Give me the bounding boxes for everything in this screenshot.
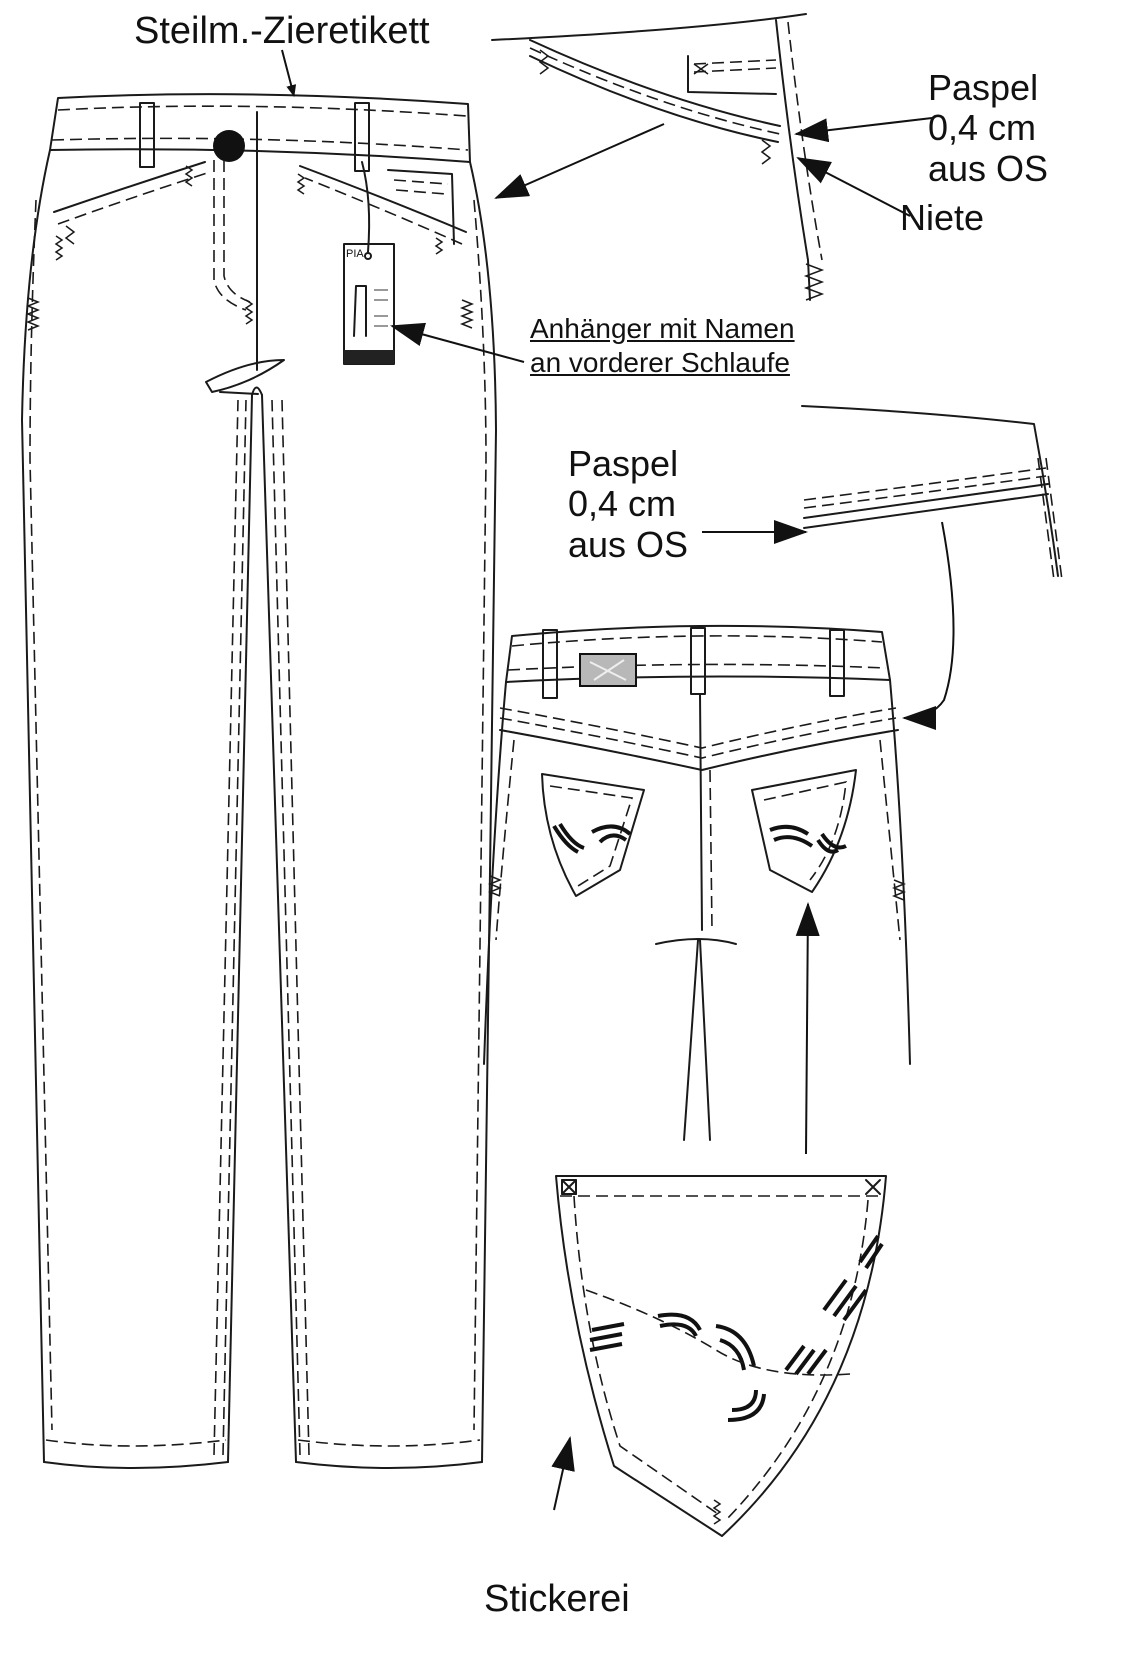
label-anhaenger: Anhänger mit Namen an vorderer Schlaufe	[530, 312, 795, 379]
label-niete: Niete	[900, 197, 985, 238]
label-anhaenger-line2: an vorderer Schlaufe	[530, 346, 790, 378]
label-steilm-zieretikett: Steilm.-Zieretikett	[134, 10, 430, 52]
label-paspel-mid: Paspel 0,4 cm aus OS	[568, 443, 689, 565]
label-paspel-top-line3: aus OS	[928, 147, 1049, 189]
label-paspel-mid-line1: Paspel	[568, 443, 679, 484]
annotation-arrows	[281, 49, 955, 1511]
label-paspel-mid-line2: 0,4 cm	[568, 483, 677, 525]
label-stickerei: Stickerei	[484, 1578, 630, 1620]
hangtag-brand: PIA	[346, 248, 364, 260]
front-view-pants	[21, 93, 497, 1469]
detail-front-pocket	[491, 13, 825, 301]
label-paspel-mid-line3: aus OS	[568, 523, 689, 565]
button-icon	[213, 130, 245, 162]
label-paspel-top-line1: Paspel	[928, 67, 1039, 108]
detail-back-pocket	[555, 1175, 887, 1537]
label-paspel-top: Paspel 0,4 cm aus OS	[928, 67, 1049, 189]
detail-back-yoke	[801, 405, 1063, 581]
back-view-pants	[483, 624, 911, 1141]
label-anhaenger-line1: Anhänger mit Namen	[530, 313, 795, 344]
label-paspel-top-line2: 0,4 cm	[928, 107, 1037, 149]
